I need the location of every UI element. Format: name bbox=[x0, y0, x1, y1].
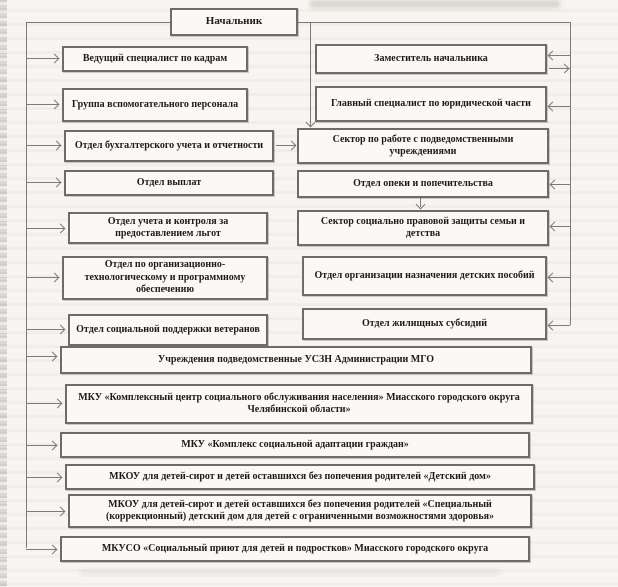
branch-line bbox=[549, 325, 570, 326]
connector-guardianship-to-family bbox=[420, 198, 421, 207]
connector-accounting-to-sector bbox=[276, 145, 295, 146]
org-box-nachalnik: Начальник bbox=[170, 8, 298, 36]
org-box-accounting: Отдел бухгалтерского учета и отчетности bbox=[64, 130, 274, 162]
org-box-veterans-support: Отдел социальной поддержки ветеранов bbox=[68, 314, 268, 346]
branch-line bbox=[26, 277, 58, 278]
org-box-mku-complex-center: МКУ «Комплексный центр социального обслу… bbox=[65, 384, 533, 424]
branch-line bbox=[551, 226, 570, 227]
branch-line bbox=[551, 184, 570, 185]
org-box-subordinate-institutions: Учреждения подведомственные УСЗН Админис… bbox=[60, 346, 532, 374]
org-box-legal-specialist: Главный специалист по юридической части bbox=[315, 86, 547, 122]
branch-line bbox=[26, 104, 58, 105]
org-box-hr-specialist: Ведущий специалист по кадрам bbox=[62, 46, 248, 72]
connector-top-horizontal bbox=[26, 22, 570, 23]
branch-line bbox=[549, 277, 570, 278]
org-box-guardianship: Отдел опеки и попечительства bbox=[297, 170, 549, 198]
org-box-subordinate-sector: Сектор по работе с подведомственными учр… bbox=[297, 128, 549, 164]
branch-line bbox=[26, 445, 56, 446]
connector-root-drop bbox=[310, 22, 311, 126]
branch-line bbox=[26, 477, 61, 478]
org-box-deputy-chief: Заместитель начальника bbox=[315, 44, 547, 74]
scan-artifact bbox=[80, 570, 500, 575]
org-box-mkou-detskiy-dom: МКОУ для детей-сирот и детей оставшихся … bbox=[65, 464, 535, 490]
connector-left-trunk bbox=[26, 22, 27, 548]
org-box-child-benefits: Отдел организации назначения детских пос… bbox=[302, 256, 547, 296]
scan-spine-shadow bbox=[0, 0, 7, 587]
branch-line bbox=[26, 549, 56, 550]
branch-line bbox=[26, 182, 60, 183]
org-box-benefits-control: Отдел учета и контроля за предоставление… bbox=[68, 212, 268, 244]
branch-line bbox=[549, 106, 570, 107]
branch-line bbox=[549, 55, 570, 56]
org-box-mkuso-shelter: МКУСО «Социальный приют для детей и подр… bbox=[60, 536, 530, 562]
connector-right-trunk bbox=[570, 22, 571, 325]
org-box-housing-subsidies: Отдел жилищных субсидий bbox=[302, 308, 547, 340]
org-box-mkou-correctional-home: МКОУ для детей-сирот и детей оставшихся … bbox=[68, 494, 532, 528]
org-box-support-staff: Группа вспомогательного персонала bbox=[62, 88, 248, 122]
branch-line bbox=[26, 511, 64, 512]
branch-line bbox=[26, 403, 61, 404]
org-box-mku-social-adaptation: МКУ «Комплекс социальной адаптации гражд… bbox=[60, 432, 530, 458]
org-box-it-support: Отдел по организационно-технологическому… bbox=[62, 256, 268, 300]
branch-line bbox=[26, 145, 60, 146]
branch-line bbox=[26, 58, 58, 59]
branch-line bbox=[26, 228, 64, 229]
org-box-payments: Отдел выплат bbox=[64, 170, 274, 196]
branch-line bbox=[549, 68, 570, 69]
scan-artifact bbox=[310, 0, 560, 8]
branch-line bbox=[26, 356, 56, 357]
branch-line bbox=[26, 329, 64, 330]
org-box-family-protection: Сектор социально правовой защиты семьи и… bbox=[297, 210, 549, 246]
